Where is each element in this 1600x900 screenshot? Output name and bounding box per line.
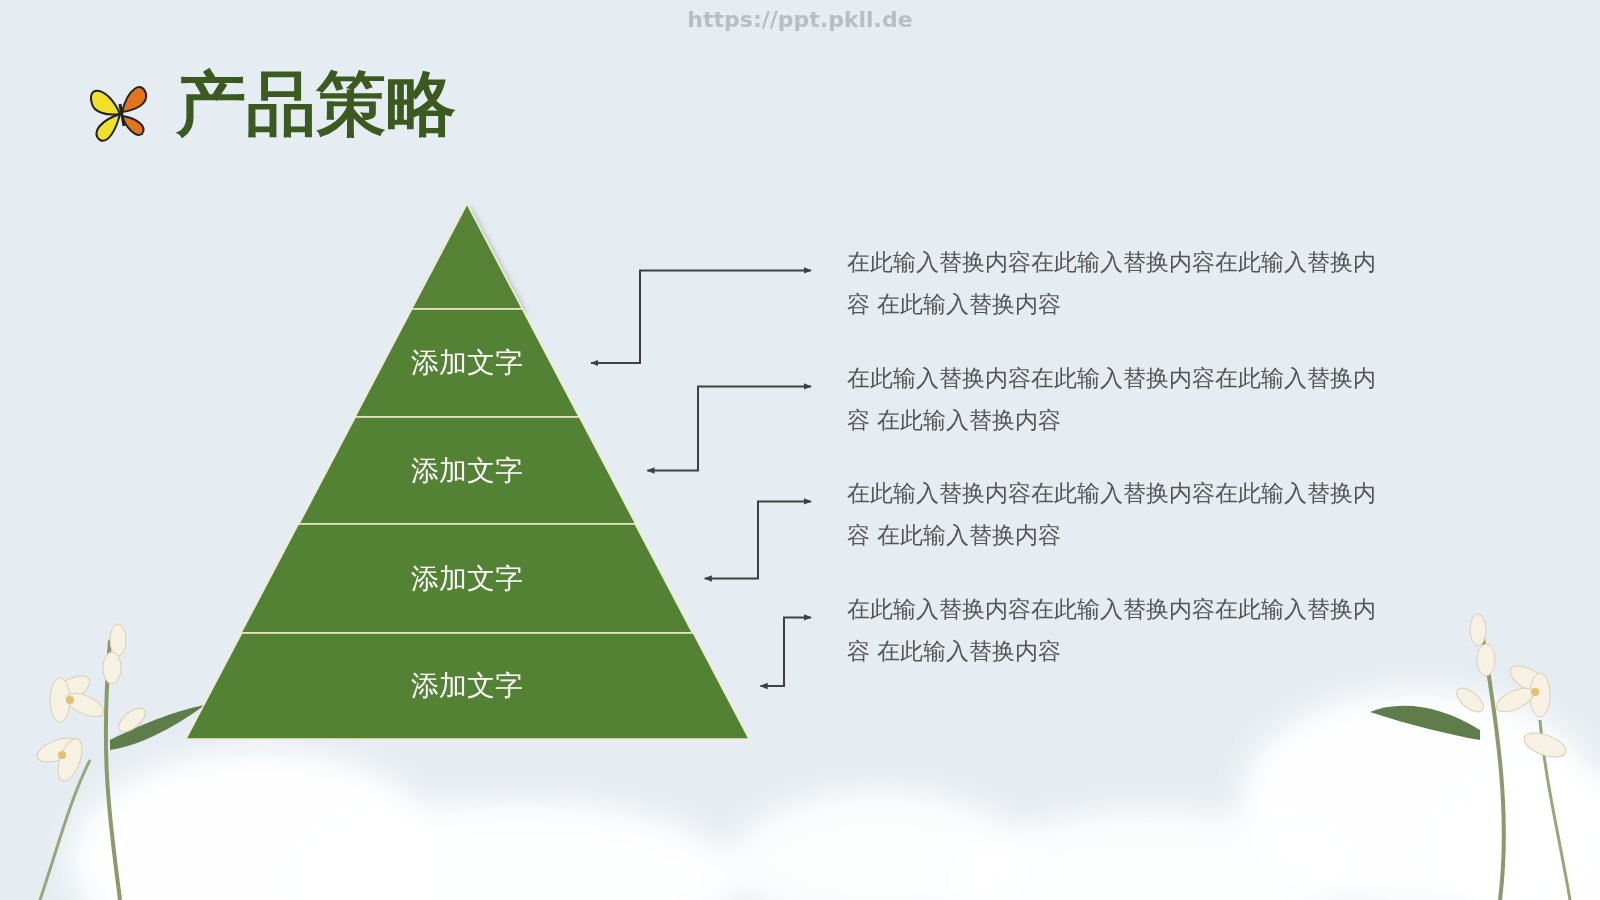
description-block: 在此输入替换内容在此输入替换内容在此输入替换内容 在此输入替换内容 (847, 588, 1396, 672)
pyramid-band: 添加文字 (299, 417, 636, 524)
elbow-connector (761, 617, 812, 686)
description-block: 在此输入替换内容在此输入替换内容在此输入替换内容 在此输入替换内容 (847, 241, 1396, 325)
elbow-connector (705, 501, 811, 578)
band-label: 添加文字 (186, 668, 749, 704)
description-block: 在此输入替换内容在此输入替换内容在此输入替换内容 在此输入替换内容 (847, 472, 1396, 556)
band-label: 添加文字 (241, 561, 692, 597)
band-fill (186, 633, 749, 739)
watermark: https://ppt.pkll.de (0, 4, 1600, 36)
butterfly-icon (91, 87, 146, 141)
elbow-connector (591, 270, 811, 363)
description-text: 在此输入替换内容在此输入替换内容在此输入替换内容 在此输入替换内容 (847, 472, 1396, 556)
band-label: 添加文字 (299, 453, 636, 489)
band-label: 添加文字 (355, 345, 579, 381)
description-block: 在此输入替换内容在此输入替换内容在此输入替换内容 在此输入替换内容 (847, 357, 1396, 441)
description-text: 在此输入替换内容在此输入替换内容在此输入替换内容 在此输入替换内容 (847, 241, 1396, 325)
pyramid-band: 添加文字 (186, 633, 749, 739)
pyramid-apex (412, 204, 523, 309)
flowers-right (1370, 614, 1570, 900)
slide-title: 产品策略 (176, 60, 456, 148)
pyramid-band: 添加文字 (241, 524, 692, 633)
band-fill (241, 524, 692, 633)
pyramid-band: 添加文字 (355, 309, 579, 417)
band-fill (299, 417, 636, 524)
elbow-connector (647, 386, 811, 470)
flowers-left (34, 624, 205, 900)
band-fill (355, 309, 579, 417)
description-text: 在此输入替换内容在此输入替换内容在此输入替换内容 在此输入替换内容 (847, 588, 1396, 672)
description-text: 在此输入替换内容在此输入替换内容在此输入替换内容 在此输入替换内容 (847, 357, 1396, 441)
